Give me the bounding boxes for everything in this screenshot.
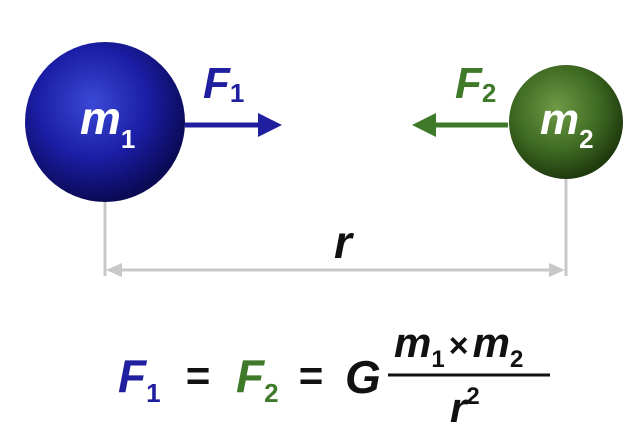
eq-denominator: r2 — [450, 383, 480, 431]
eq-f2: F2 — [236, 350, 279, 408]
mass2-sphere — [509, 65, 623, 179]
distance-label: r — [334, 216, 354, 268]
eq-numerator: m1×m2 — [394, 319, 523, 373]
mass2-label: m2 — [540, 95, 594, 154]
equation: F1 = F2 = G m1×m2 r2 — [118, 319, 550, 431]
force1-arrow — [185, 113, 282, 137]
force2-label: F2 — [455, 59, 496, 108]
eq-f1: F1 — [118, 350, 161, 408]
mass1-sphere — [25, 42, 185, 202]
eq-constant: G — [345, 351, 381, 403]
eq-equals-1: = — [185, 352, 210, 399]
force2-arrow — [412, 113, 508, 137]
force1-label: F1 — [203, 59, 244, 108]
eq-equals-2: = — [298, 352, 323, 399]
distance-arrow — [106, 263, 565, 277]
mass1-label: m1 — [80, 92, 135, 154]
